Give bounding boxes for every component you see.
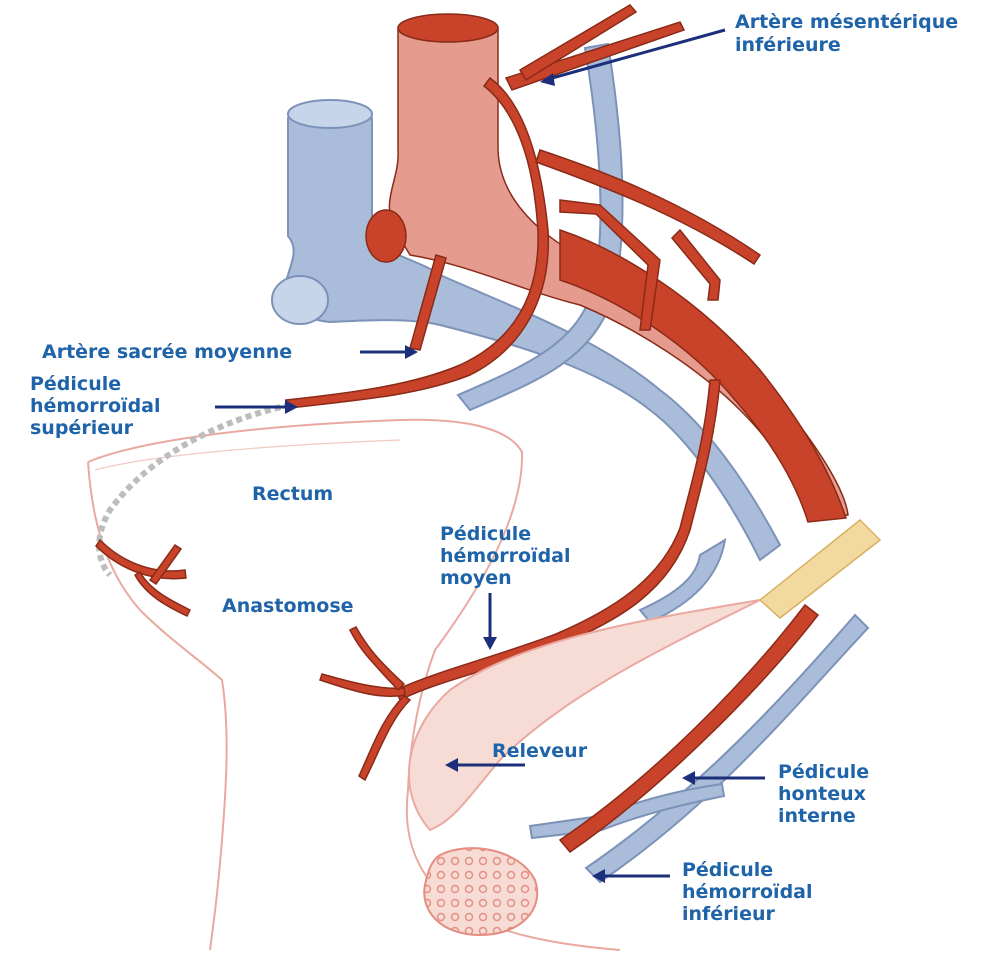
label-rectum: Rectum [252,483,333,505]
label-pedicule-inf-line1: Pédicule [682,859,773,881]
label-pedicule-inf-line3: inférieur [682,903,775,925]
nerve-bundle [760,520,880,618]
label-pedicule-honteux-line1: Pédicule [778,761,869,783]
label-pedicule-honteux-line2: honteux [778,783,866,805]
label-pedicule-moyen-line3: moyen [440,567,512,589]
label-anastomose: Anastomose [222,595,354,617]
label-artere-mesenterique-line2: inférieure [735,34,841,56]
label-artere-mesenterique-line1: Artère mésentérique [735,11,958,33]
label-pedicule-moyen-line2: hémorroïdal [440,545,571,567]
arrow-icon [483,637,497,650]
arrow-icon [682,771,695,785]
label-pedicule-inf-line2: hémorroïdal [682,881,813,903]
rectum-inner [95,440,400,470]
sphincter-section [424,848,537,935]
label-pedicule-sup-line1: Pédicule [30,373,121,395]
label-pedicule-sup-line3: supérieur [30,417,134,439]
label-pedicule-moyen-line1: Pédicule [440,523,531,545]
label-artere-sacree: Artère sacrée moyenne [42,341,292,363]
label-releveur: Releveur [492,740,588,762]
label-pedicule-sup-line2: hémorroïdal [30,395,161,417]
label-pedicule-honteux-line3: interne [778,805,856,827]
